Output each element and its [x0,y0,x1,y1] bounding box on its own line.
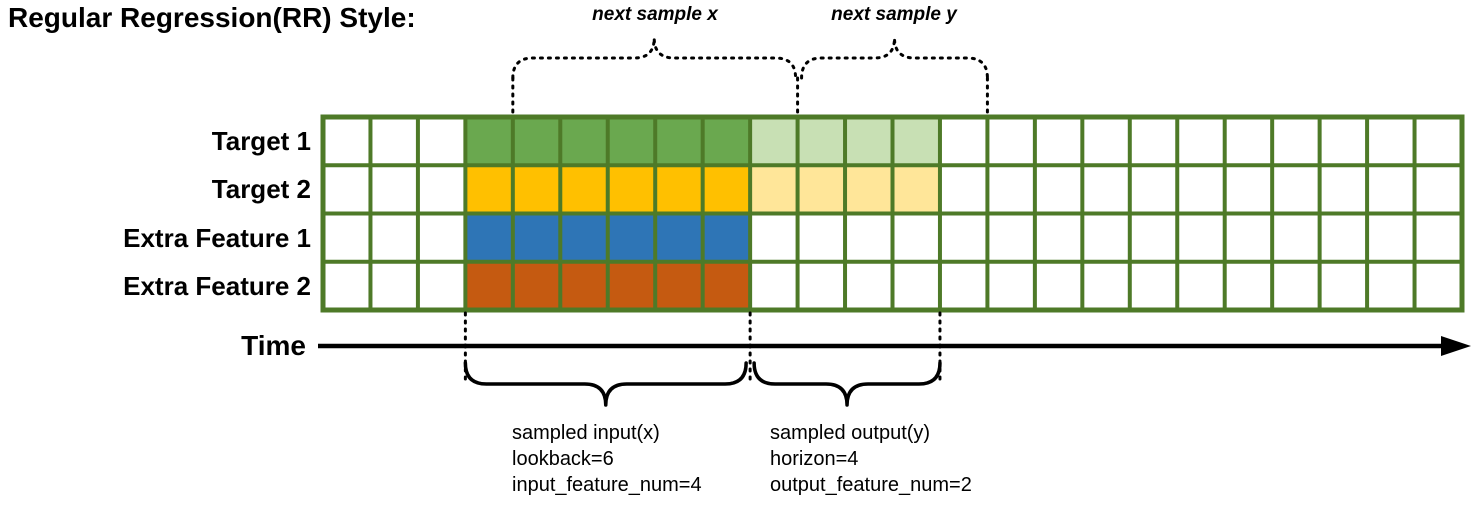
row-label-target-2: Target 2 [211,174,311,204]
input-window-cell [560,261,608,310]
row-label-extra-feature-2: Extra Feature 2 [123,271,311,301]
sampled-input-line-1: sampled input(x) [512,422,660,444]
input-window-cell [607,117,656,166]
input-window-cell [465,261,513,310]
output-window-cell [797,117,846,166]
output-window-cell [750,117,798,166]
row-label-target-1: Target 1 [211,126,311,156]
next-sample-x-brace [511,37,798,80]
output-window-cell [845,117,893,166]
input-window-cell [655,165,703,214]
input-window-cell [512,261,561,310]
row-label-extra-feature-1: Extra Feature 1 [123,223,311,253]
output-window-cell [892,165,940,214]
input-window-cell [655,117,703,166]
next-sample-x-label: next sample x [592,4,718,25]
input-window-cell [702,261,751,310]
sampled-input-line-2: lookback=6 [512,448,614,470]
sampled-input-label: sampled input(x) lookback=6 input_featur… [512,420,702,498]
input-window-cell [655,261,703,310]
sampled-output-line-3: output_feature_num=2 [770,474,972,496]
time-axis-label: Time [241,330,306,361]
input-window-cell [465,213,513,262]
output-window-cell [750,165,798,214]
output-window-cell [892,117,940,166]
input-window-cell [702,213,751,262]
input-window-cell [607,261,656,310]
input-window-cell [512,165,561,214]
next-sample-y-brace [800,37,989,80]
input-window-cell [702,165,751,214]
sampled-output-line-2: horizon=4 [770,448,859,470]
input-window-cell [560,117,608,166]
input-window-cell [512,213,561,262]
input-window-cell [465,165,513,214]
input-window-cell [607,165,656,214]
sampled-output-brace [752,361,942,407]
output-window-cell [845,165,893,214]
input-window-cell [702,117,751,166]
time-axis-arrowhead [1441,336,1471,356]
input-window-cell [560,165,608,214]
input-window-cell [560,213,608,262]
input-window-cell [607,213,656,262]
input-window-cell [655,213,703,262]
output-window-cell [797,165,846,214]
diagram-title: Regular Regression(RR) Style: [8,2,416,33]
sampled-output-label: sampled output(y) horizon=4 output_featu… [770,420,972,498]
sampled-input-brace [463,361,748,407]
next-sample-y-label: next sample y [831,4,957,25]
sampled-output-line-1: sampled output(y) [770,422,931,444]
input-window-cell [512,117,561,166]
input-window-cell [465,117,513,166]
sampled-input-line-3: input_feature_num=4 [512,474,702,496]
